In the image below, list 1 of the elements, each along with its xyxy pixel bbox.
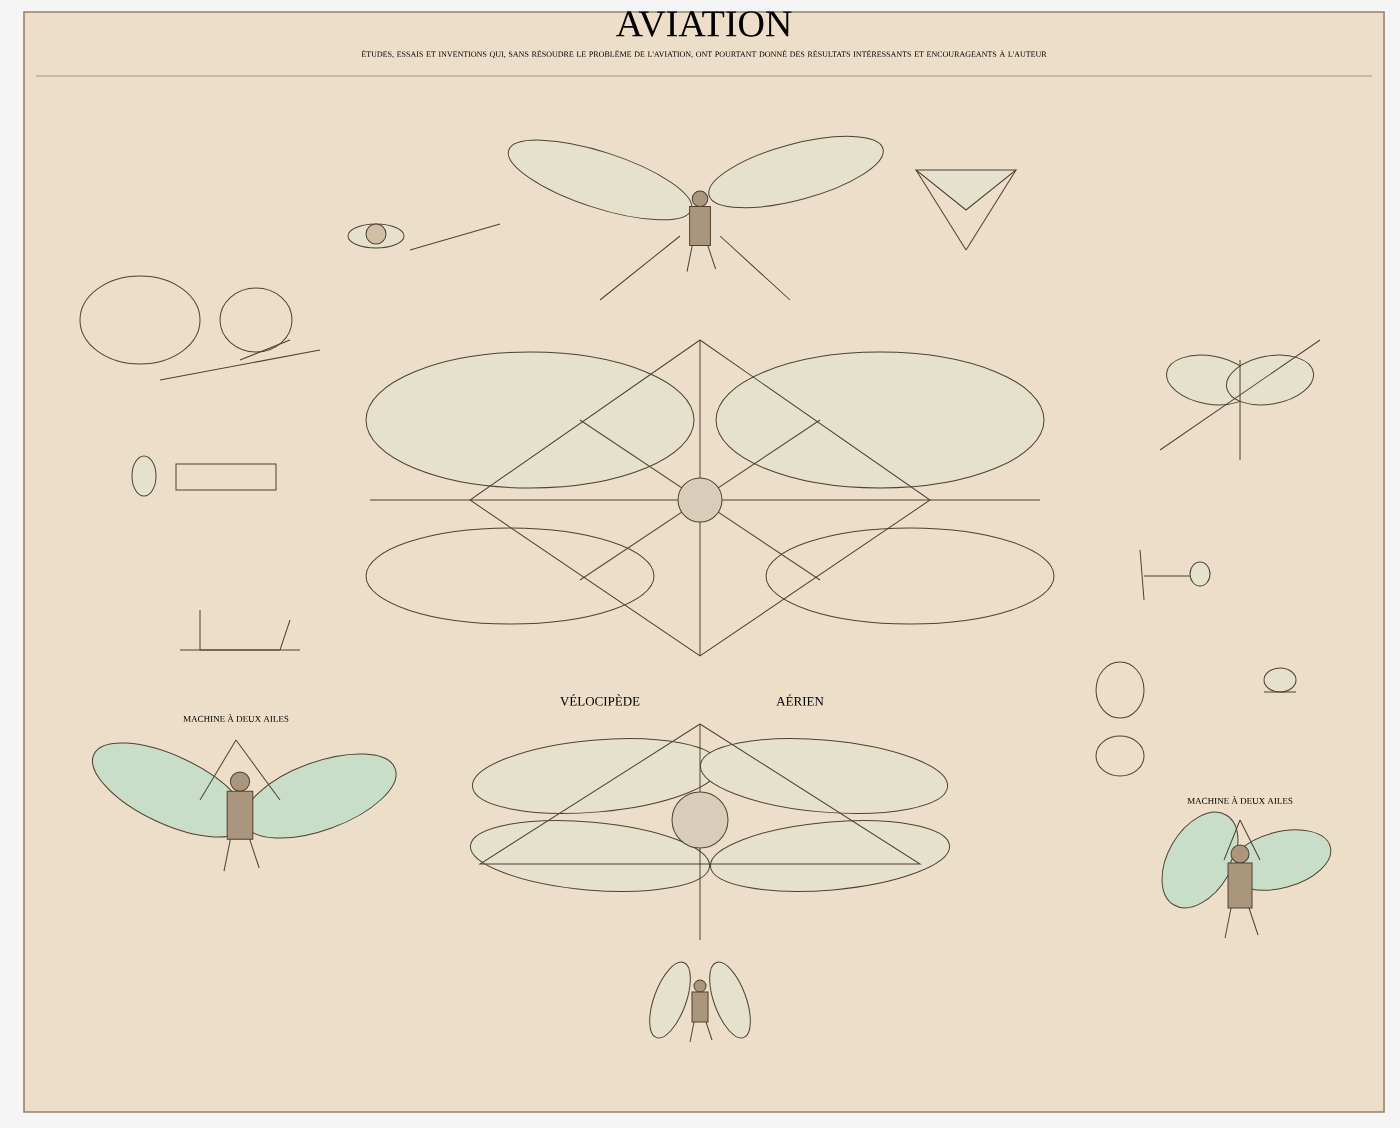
title: AVIATION <box>616 11 792 37</box>
